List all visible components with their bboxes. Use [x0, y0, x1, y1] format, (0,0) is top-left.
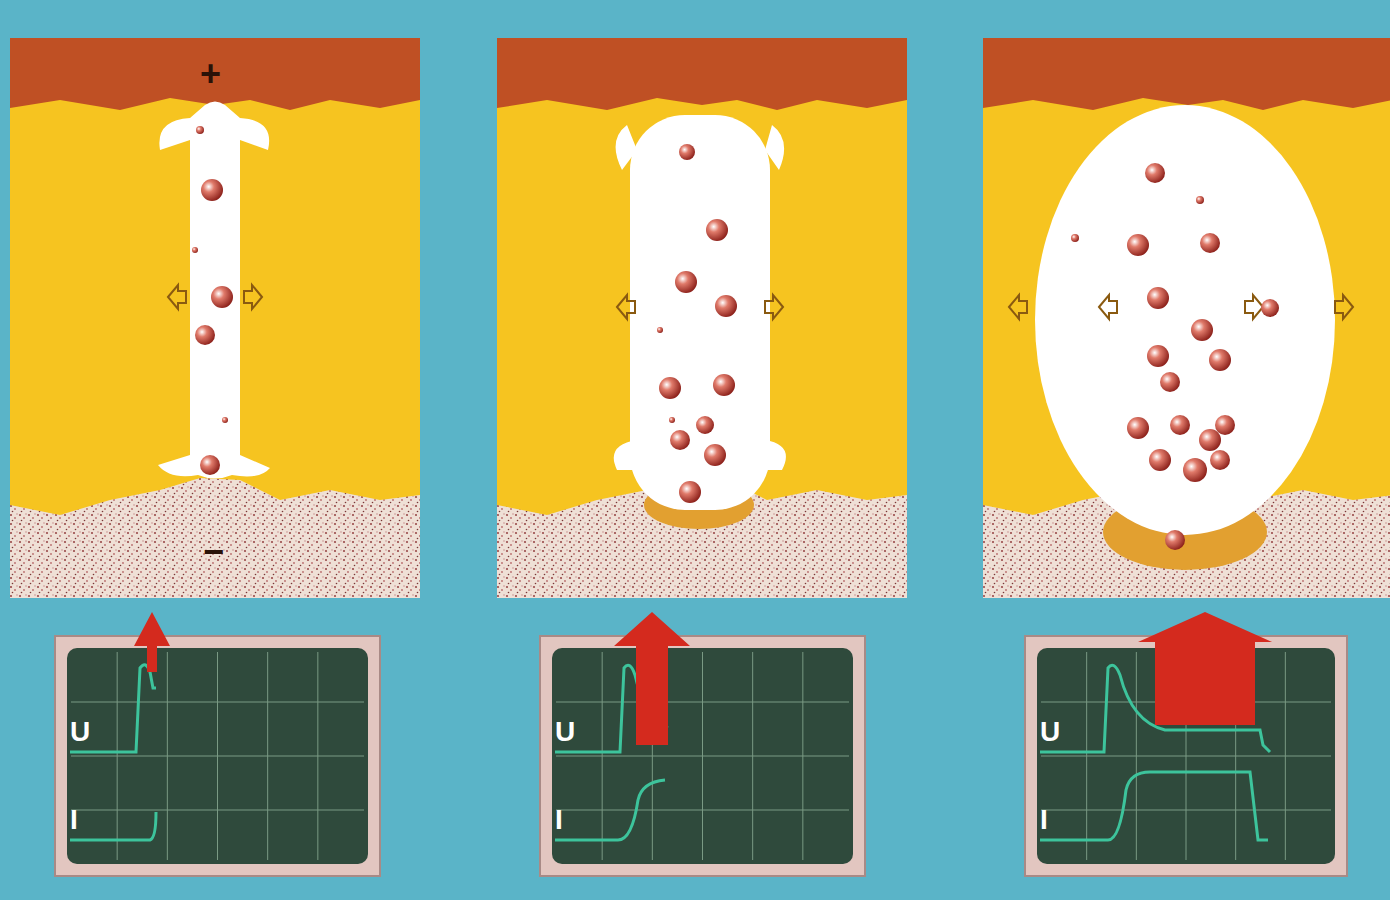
particle — [1147, 287, 1169, 309]
particle — [715, 295, 737, 317]
grid-line — [71, 702, 364, 703]
particle — [1170, 415, 1190, 435]
particle-group — [192, 126, 1279, 550]
particle — [196, 126, 204, 134]
particle — [192, 247, 198, 253]
discharge-panel — [10, 38, 420, 598]
particle — [1183, 458, 1207, 482]
particle — [1209, 349, 1231, 371]
grid-line — [1041, 756, 1331, 757]
particle — [200, 455, 220, 475]
particle — [1215, 415, 1235, 435]
polarity-sign: + — [200, 56, 221, 92]
particle — [696, 416, 714, 434]
particle — [1191, 319, 1213, 341]
particle — [704, 444, 726, 466]
particle — [1149, 449, 1171, 471]
signal-name: U — [1040, 718, 1060, 746]
particle — [659, 377, 681, 399]
grid-line — [71, 756, 364, 757]
oscilloscope — [55, 636, 1347, 876]
particle — [679, 481, 701, 503]
particle — [713, 374, 735, 396]
grid-line — [556, 756, 849, 757]
particle — [1199, 429, 1221, 451]
grid-line — [1041, 810, 1331, 811]
particle — [1196, 196, 1204, 204]
particle — [679, 144, 695, 160]
particle — [222, 417, 228, 423]
particle — [1071, 234, 1079, 242]
particle — [1200, 233, 1220, 253]
particle — [1165, 530, 1185, 550]
signal-name: I — [1040, 806, 1048, 834]
grid-line — [71, 810, 364, 811]
particle — [670, 430, 690, 450]
particle — [211, 286, 233, 308]
discharge-panel — [983, 38, 1390, 598]
particle — [1160, 372, 1180, 392]
signal-name: I — [555, 806, 563, 834]
grid-line — [556, 810, 849, 811]
particle — [195, 325, 215, 345]
signal-name: I — [70, 806, 78, 834]
grid-line — [556, 702, 849, 703]
energy-arrow — [134, 612, 1272, 745]
polarity-sign: − — [203, 534, 224, 570]
scope-grid — [71, 652, 1331, 860]
particle — [706, 219, 728, 241]
particle — [1127, 417, 1149, 439]
signal-name: U — [555, 718, 575, 746]
particle — [675, 271, 697, 293]
particle — [1127, 234, 1149, 256]
particle — [1145, 163, 1165, 183]
particle — [657, 327, 663, 333]
particle — [669, 417, 675, 423]
signal-name: U — [70, 718, 90, 746]
signal-trace — [70, 665, 1270, 840]
particle — [1261, 299, 1279, 317]
particle — [201, 179, 223, 201]
discharge-panel — [497, 38, 907, 598]
particle — [1210, 450, 1230, 470]
particle — [1147, 345, 1169, 367]
